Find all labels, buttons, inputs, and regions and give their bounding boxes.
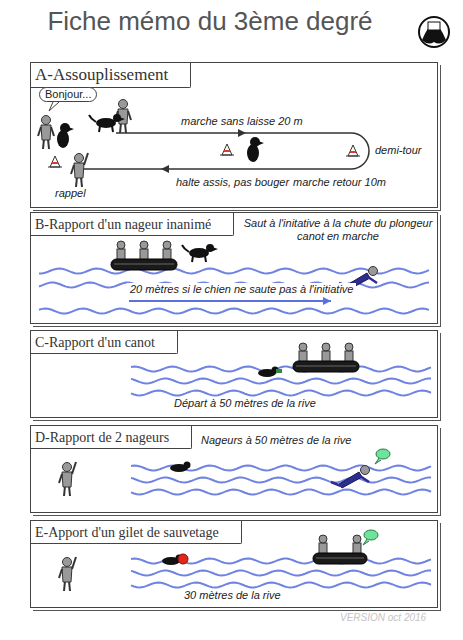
swimmer-figure [331, 466, 370, 489]
panel-note: rappel [55, 187, 86, 200]
dog-figure [57, 123, 74, 148]
dog-figure [89, 114, 125, 132]
heading-tab: C-Rapport d'un canot [31, 331, 178, 354]
title-rule [0, 40, 420, 41]
person-figure [71, 153, 88, 187]
life-vest [178, 554, 188, 564]
dog-figure [182, 244, 218, 262]
panel-note: Saut à l'initative à la chute du plongeu… [243, 217, 433, 243]
cone-symbol [346, 145, 360, 156]
panel-note: marche sans laisse 20 m [181, 115, 303, 128]
boat-figure [313, 535, 367, 564]
speech-bubble [363, 530, 378, 545]
exercise-panel: B-Rapport d'un nageur inanimé Saut à l'in… [30, 212, 438, 324]
heading-tab: D-Rapport de 2 nageurs [31, 426, 192, 449]
page-title: Fiche mémo du 3ème degré [0, 6, 420, 37]
exercise-panel: C-Rapport d'un canotDépart à 50 mètres d… [30, 330, 438, 418]
panel-note: marche retour 10m [293, 176, 386, 189]
bubble-tail [49, 102, 59, 111]
boat-toy [276, 369, 282, 373]
panel-note: Bonjour... [39, 87, 97, 102]
dog-figure [247, 137, 264, 162]
speech-bubble [375, 449, 390, 464]
panel-note: Départ à 50 mètres de la rive [171, 397, 319, 410]
boat-figure [293, 343, 359, 372]
panel-note: demi-tour [375, 144, 421, 157]
panel-heading: D-Rapport de 2 nageurs [35, 430, 169, 445]
person-figure [38, 116, 54, 150]
arrow-line [129, 297, 331, 305]
panel-note: 30 mètres de la rive [181, 589, 284, 602]
version-label: VERSION oct 2016 [340, 612, 426, 623]
person-figure [59, 557, 76, 591]
panel-note: halte assis, pas bouger [176, 176, 289, 189]
panel-heading: C-Rapport d'un canot [35, 335, 155, 350]
boat-figure [111, 241, 177, 270]
person-figure [59, 462, 76, 496]
water-waves [131, 367, 431, 396]
panel-heading: E-Apport d'un gilet de sauvetage [35, 525, 219, 540]
panel-heading: A-Assouplissement [35, 65, 168, 84]
dog-swimming [170, 462, 191, 473]
exercise-panel: E-Apport d'un gilet de sauvetage 30 mètre… [30, 520, 438, 608]
exercise-panel: D-Rapport de 2 nageurs Nageurs à 50 mètre… [30, 425, 438, 513]
heading-tab: E-Apport d'un gilet de sauvetage [31, 521, 242, 544]
cone-symbol [48, 156, 62, 167]
exercise-panel: A-AssouplissementBonjour... marche sans l… [30, 62, 438, 208]
panel-heading: B-Rapport d'un nageur inanimé [35, 217, 211, 232]
panel-note: 20 mètres si le chien ne saute pas à l'i… [127, 283, 356, 296]
cone-symbol [220, 144, 234, 155]
walking-track [81, 129, 369, 173]
panel-note: Nageurs à 50 mètres de la rive [201, 434, 351, 447]
heading-tab: B-Rapport d'un nageur inanimé [31, 213, 234, 236]
heading-tab: A-Assouplissement [31, 63, 191, 88]
dog-swimming [258, 367, 279, 378]
